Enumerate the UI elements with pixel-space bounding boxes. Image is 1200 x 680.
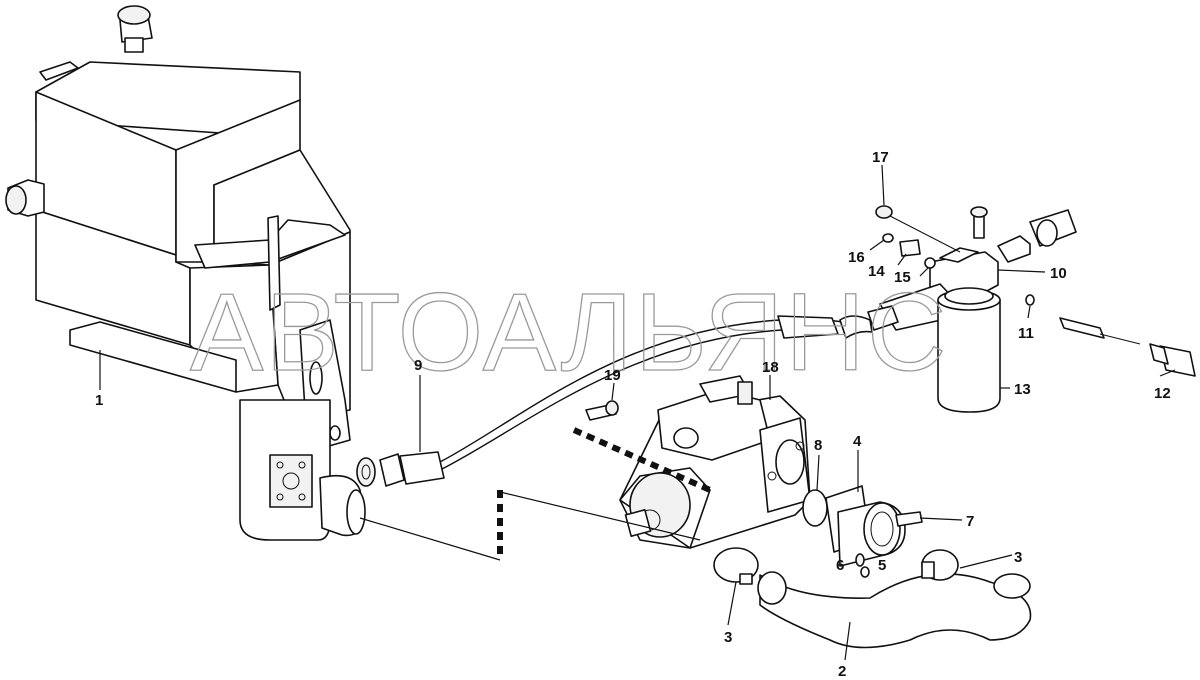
assembly-line-screw [572,427,712,493]
callout-5: 5 [878,557,886,574]
callout-18: 18 [762,359,779,376]
leader-lines [99,164,1176,661]
pressure-hose [356,315,873,487]
callout-9: 9 [414,357,422,374]
screw-19 [585,400,619,421]
callout-11: 11 [1018,325,1034,342]
callout-16: 16 [848,249,865,266]
hydraulic-pump [619,375,811,549]
watermark-text: АВТОАЛЬЯНС [190,271,948,394]
suction-hose [757,571,1032,649]
callout-3-left: 3 [724,629,732,646]
callouts: 1 9 19 18 8 4 7 3 6 5 3 2 17 16 14 15 10… [95,149,1171,680]
hose-clamp-right [921,549,959,581]
callout-12: 12 [1154,385,1171,402]
hydraulic-tank [5,5,366,541]
callout-17: 17 [872,149,889,166]
callout-3-right: 3 [1014,549,1022,566]
callout-7: 7 [966,513,974,530]
callout-15: 15 [894,269,911,286]
callout-1: 1 [95,392,103,409]
o-ring-8 [802,489,828,527]
suction-flange [825,485,923,578]
callout-14: 14 [868,263,885,280]
callout-2: 2 [838,663,846,680]
filter-assembly [867,205,1196,413]
callout-13: 13 [1014,381,1031,398]
callout-10: 10 [1050,265,1067,282]
callout-4: 4 [853,433,862,450]
hose-clamp-left [713,547,759,585]
callout-8: 8 [814,437,822,454]
callout-6: 6 [836,557,844,574]
callout-19: 19 [604,367,621,384]
